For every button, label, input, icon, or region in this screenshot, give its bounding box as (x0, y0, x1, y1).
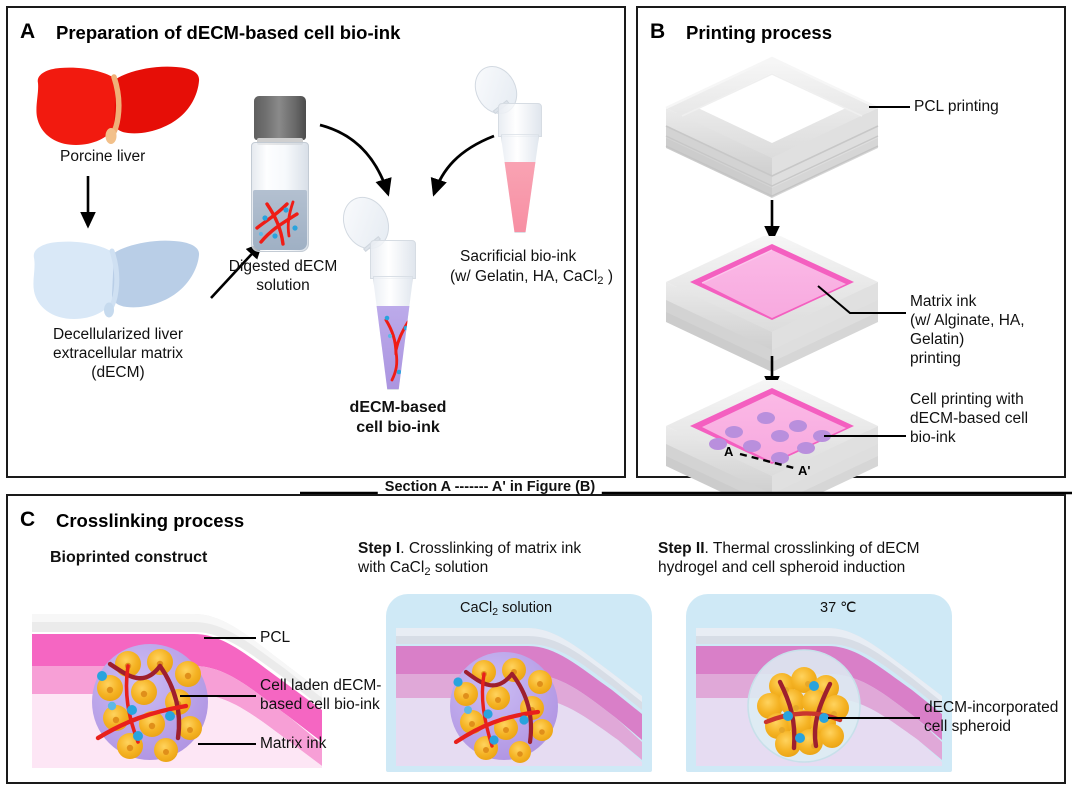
cacl2-pre: CaCl (460, 600, 493, 616)
sacrificial-bioink-label-line1: Sacrificial bio-ink (460, 248, 577, 265)
sacrificial-bioink-tube (466, 58, 542, 233)
step1-cross-section (396, 628, 642, 766)
matrix-ink-label-c: Matrix ink (260, 735, 327, 752)
blue-particles (783, 681, 829, 743)
section-label-a-prime: A' (798, 463, 810, 478)
step-1-bold: Step I (358, 540, 401, 557)
section-line-a-aprime (739, 452, 795, 470)
digested-decm-label: Digested dECM solution (228, 258, 338, 294)
sacrificial-formula-sub: 2 (597, 275, 604, 288)
panel-b: B Printing process (636, 6, 1066, 516)
panel-c: C Crosslinking process Bioprinted constr… (6, 494, 1066, 784)
pcl-label: PCL (260, 629, 291, 646)
panel-b-letter: B (650, 20, 666, 43)
sacrificial-ink-liquid (501, 162, 539, 232)
bioink-fiber-network (384, 315, 410, 382)
tube-collar (498, 103, 542, 137)
cell-printing-label: Cell printing with dECM-based cell bio-i… (910, 391, 1029, 446)
panel-a-letter: A (20, 20, 36, 43)
cacl2-post: solution (498, 600, 553, 616)
sacrificial-bioink-label-line2: (w/ Gelatin, HA, CaCl2 ) (450, 268, 650, 289)
vial-liquid (253, 190, 307, 250)
tube-body (500, 134, 540, 233)
panel-c-letter: C (20, 508, 36, 531)
tube-collar (370, 240, 416, 279)
panel-a: A Preparation of dECM-based cell bio-ink… (6, 6, 626, 478)
vial-cap (254, 96, 306, 140)
spheroid-label: dECM-incorporated cell spheroid (924, 699, 1059, 735)
decm-bioink-tube (334, 189, 416, 390)
tube-body (372, 276, 414, 390)
vial-neck (257, 138, 303, 145)
step-2-rest: . Thermal crosslinking of dECM (704, 540, 920, 557)
section-divider-text: Section A ------- A' in Figure (B) (377, 479, 603, 495)
sacrificial-formula-pre: (w/ Gelatin, HA, CaCl (450, 268, 598, 285)
cacl2-bath-label: CaCl2 solution (460, 600, 552, 618)
blue-particles (97, 671, 175, 741)
matrix-ink-scaffold (666, 236, 878, 372)
step2-cross-section (696, 628, 942, 766)
porcine-liver-label: Porcine liver (60, 148, 146, 165)
decm-fibers (453, 669, 541, 748)
matrix-ink-label: Matrix ink (w/ Alginate, HA, Gelatin) pr… (910, 293, 1025, 367)
step-1-line2-post: solution (430, 558, 489, 576)
step-1-line2-pre: with CaCl (358, 558, 425, 576)
decellularized-liver-label: Decellularized liver extracellular matri… (52, 326, 184, 381)
panel-b-title: Printing process (686, 22, 832, 43)
step-2-bold: Step II (658, 540, 705, 557)
decellularized-liver-illustration (33, 240, 200, 319)
laden-cells (97, 649, 202, 762)
step-2-line2: hydrogel and cell spheroid induction (658, 558, 906, 576)
pcl-frame-scaffold (665, 56, 879, 198)
cacl2-sub: 2 (492, 606, 499, 618)
panel-a-title: Preparation of dECM-based cell bio-ink (56, 22, 401, 43)
pcl-printing-label: PCL printing (914, 98, 999, 115)
bioprinted-construct-heading: Bioprinted construct (50, 549, 208, 566)
decm-fibers (95, 661, 189, 744)
section-label-a: A (724, 444, 734, 459)
sacrificial-formula-post: ) (603, 268, 613, 285)
porcine-liver-illustration (36, 66, 200, 145)
cell-laden-bioink-label: Cell laden dECM- based cell bio-ink (260, 677, 382, 713)
panel-c-title: Crosslinking process (56, 510, 245, 531)
decm-fiber-network (255, 200, 299, 246)
cell-bioink-dots (709, 412, 831, 464)
decm-bioink-liquid (373, 306, 413, 389)
blue-particles (453, 677, 529, 745)
step-1-line2-sub: 2 (424, 566, 431, 579)
step-1-rest: . Crosslinking of matrix ink (400, 540, 582, 557)
temperature-label: 37 ℃ (820, 600, 857, 616)
digested-decm-vial (248, 96, 312, 254)
decm-bioink-label: dECM-based cell bio-ink (349, 399, 447, 436)
